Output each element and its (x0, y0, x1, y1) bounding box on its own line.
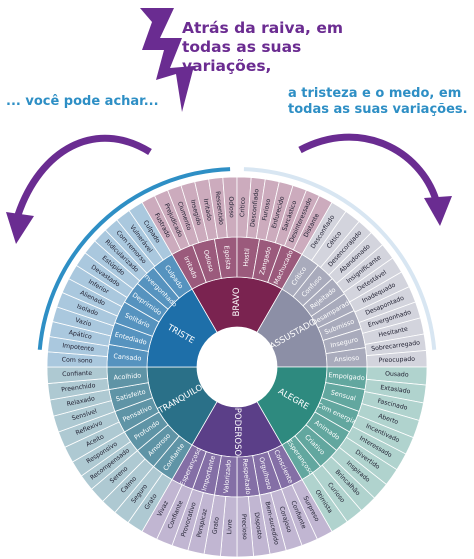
middle-feeling-label: Valorizado (222, 459, 233, 493)
headline-sadness-fear: a tristeza e o medo, em todas as suas va… (288, 86, 468, 117)
outer-feeling-label: Ousado (385, 371, 409, 379)
middle-feeling-label: Respeitado (241, 458, 252, 495)
core-label-poderoso: PODEROSO (232, 408, 242, 457)
outer-feeling-label: Desconfiado (249, 188, 260, 227)
outer-feeling-label: Disposto (253, 512, 263, 540)
headline-anger: Atrás da raiva, em todas as suas variaçõ… (182, 19, 344, 75)
core-label-bravo: BRAVO (232, 287, 242, 316)
middle-feeling-label: Ansioso (334, 354, 360, 364)
outer-feeling-label: Extasiado (380, 384, 411, 395)
outer-feeling-label: Impotente (62, 342, 95, 353)
lightning-bolt-icon (140, 8, 194, 112)
outer-feeling-label: Irritado (202, 198, 213, 222)
outer-segment (128, 201, 173, 261)
outer-feeling-label: Odioso (227, 196, 235, 218)
arrowhead-right-icon (424, 196, 452, 226)
outer-feeling-label: Vazio (75, 317, 93, 328)
outer-feeling-label: Confiante (62, 370, 92, 378)
middle-feeling-label: Acolhido (113, 371, 141, 381)
middle-feeling-label: Egoísta (222, 245, 232, 270)
outer-feeling-label: Preenchido (61, 382, 96, 393)
outer-arc-left (37, 167, 231, 350)
middle-feeling-label: Empolgado (328, 371, 365, 382)
outer-feeling-label: Ressentido (214, 191, 225, 226)
curved-arrow-left-icon (14, 134, 152, 217)
arrowhead-left-icon (6, 212, 34, 244)
curved-arrow-right-icon (298, 133, 440, 202)
outer-feeling-label: Com sono (62, 356, 93, 364)
outer-feeling-label: Grato (212, 516, 221, 534)
middle-feeling-label: Hostil (242, 248, 252, 267)
outer-feeling-label: Livre (226, 519, 234, 535)
middle-feeling-label: Cansado (113, 352, 142, 362)
outer-feeling-label: Preocupado (379, 356, 416, 365)
outer-feeling-label: Crítico (238, 197, 247, 217)
outer-feeling-label: Furioso (261, 198, 272, 221)
headline-you-can-find: ... você pode achar... (6, 94, 159, 109)
wheel-hub (228, 358, 246, 376)
outer-arc-right (243, 167, 437, 350)
outer-feeling-label: Precioso (240, 514, 248, 540)
